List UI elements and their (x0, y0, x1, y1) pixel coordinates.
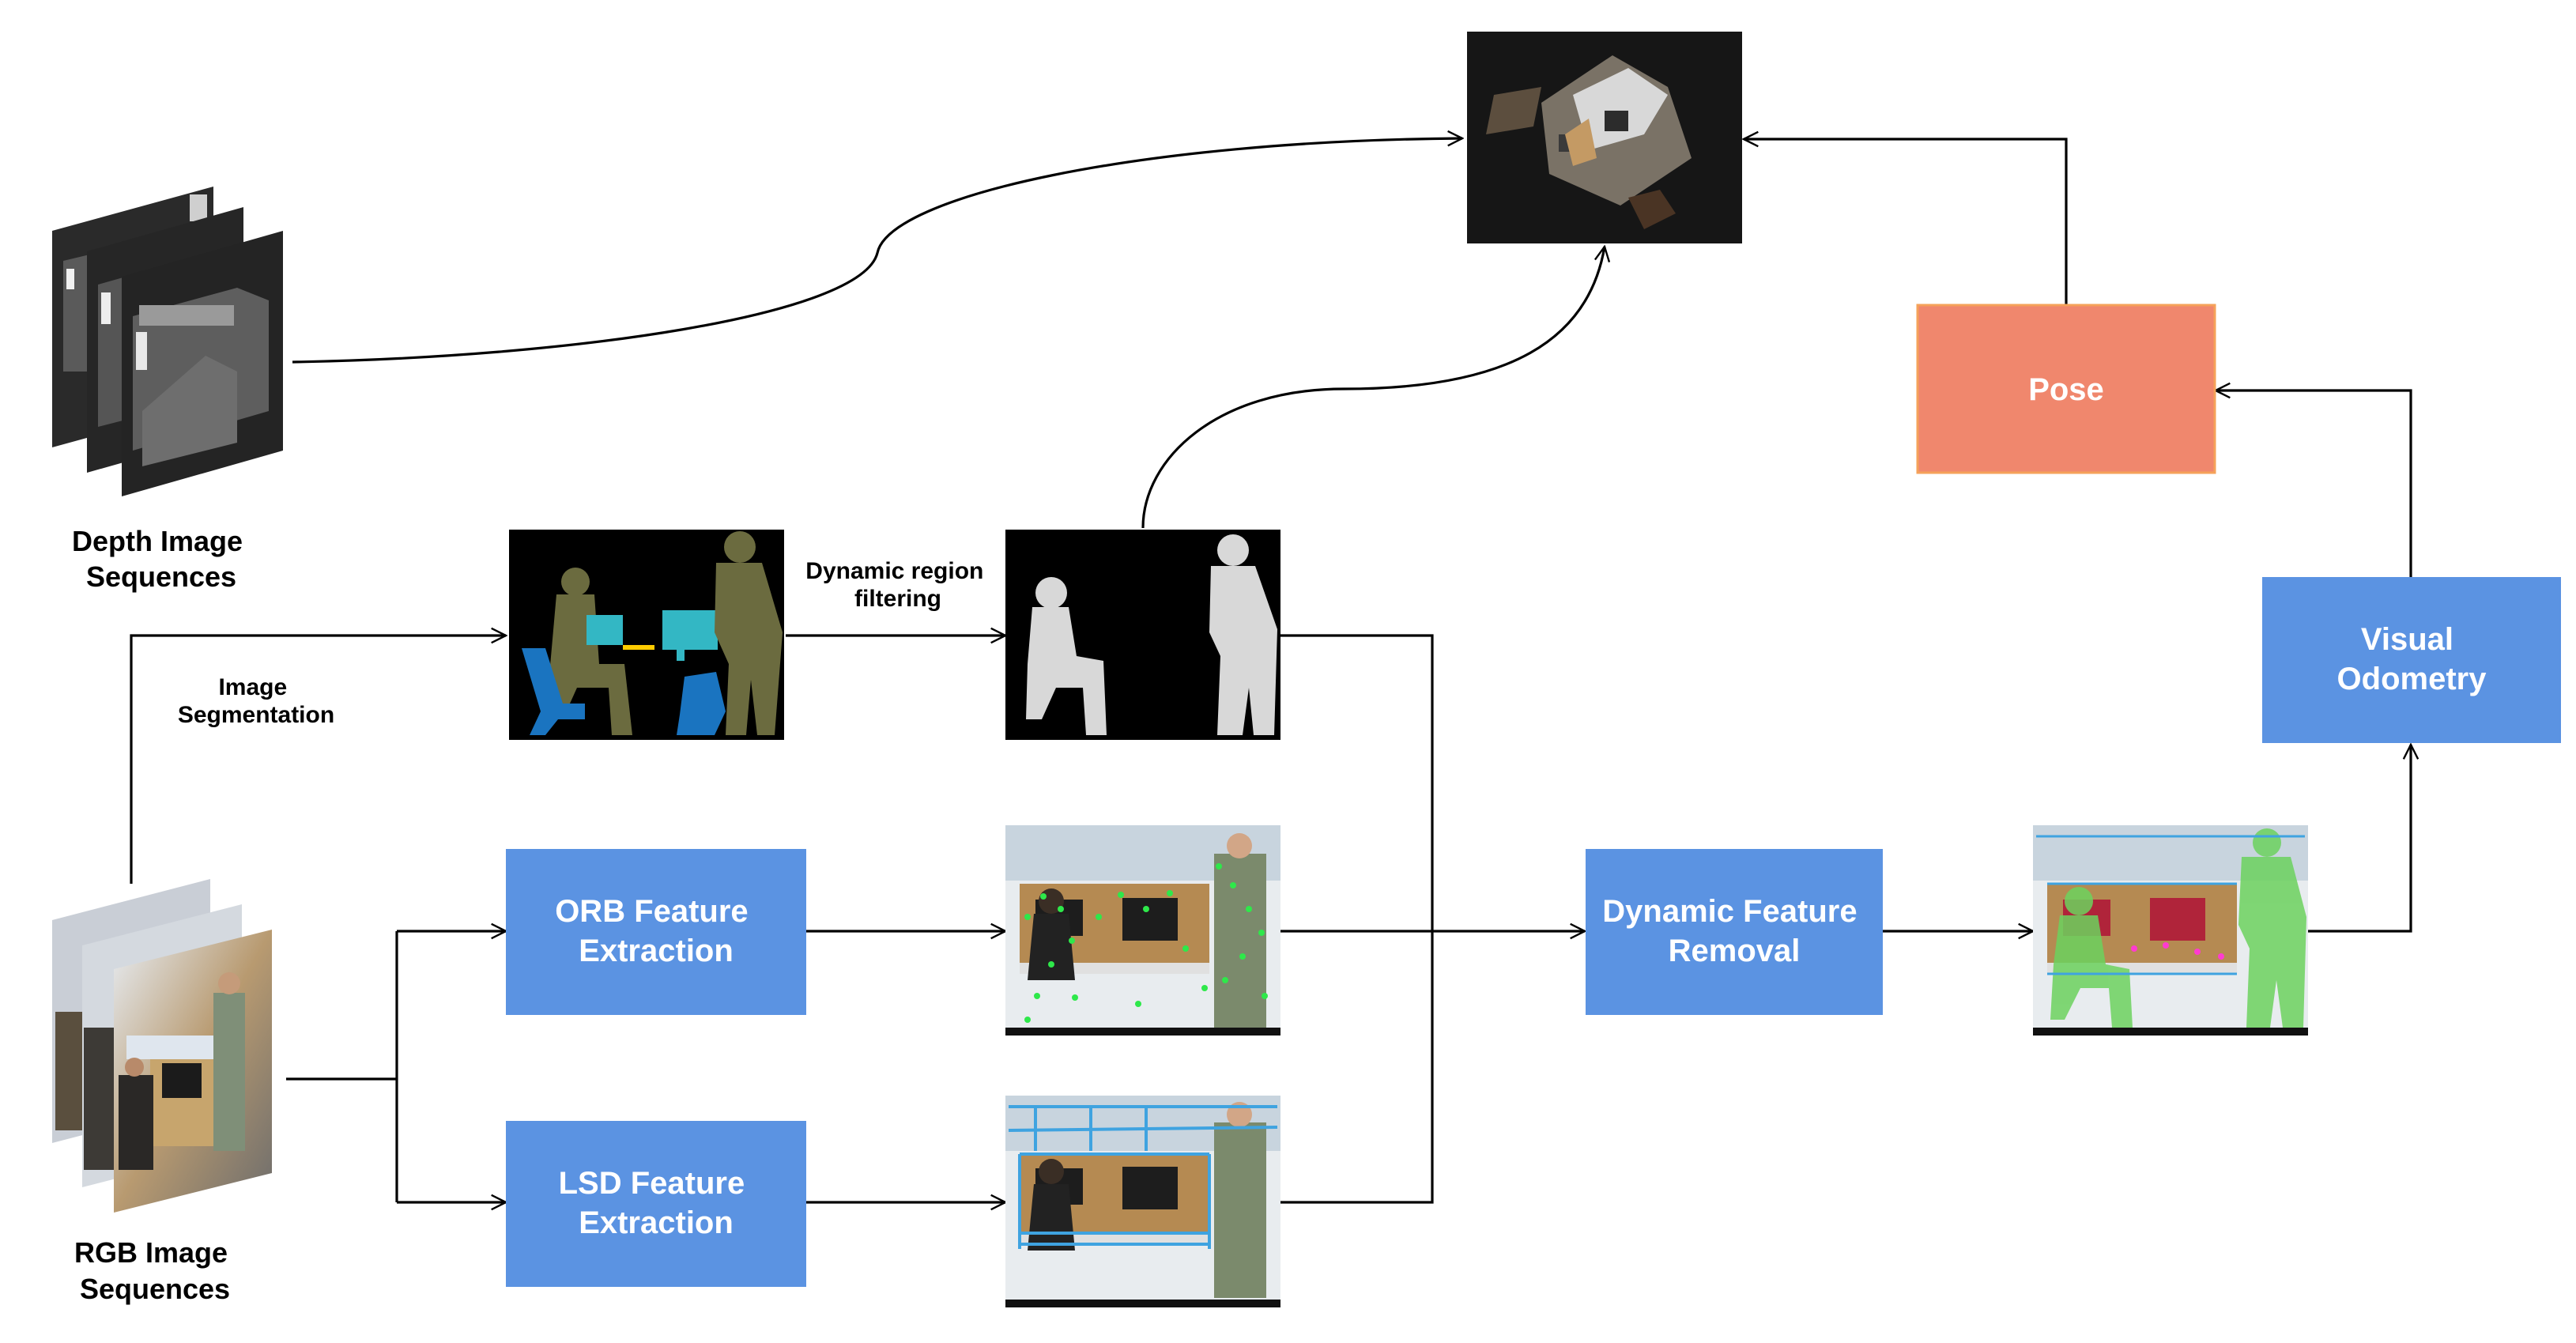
rgb-sequences-label: RGB Image Sequences (74, 1236, 236, 1305)
image-segmentation-label: Image Segmentation (178, 674, 334, 728)
orb-feature-extraction-box: ORB Feature Extraction (506, 849, 806, 1015)
edge-mask-to-map (1141, 247, 1605, 529)
segmentation-monitor-left (586, 615, 623, 645)
visual-odometry-box: Visual Odometry (2262, 577, 2561, 743)
mask-person-seated (1026, 577, 1107, 735)
edge-rgb-to-segmentation (130, 636, 506, 884)
edge-depth-to-map (292, 138, 1462, 364)
lsd-lines (1008, 1105, 1278, 1249)
orb-keypoints (1024, 863, 1268, 1023)
edge-mask-to-merge (1280, 634, 1434, 1204)
depth-frame-front (122, 231, 283, 496)
segmentation-person-standing (715, 531, 783, 735)
edge-result-to-vo (2308, 745, 2411, 933)
dynamic-mask-image (1005, 530, 1280, 740)
edges (130, 138, 2412, 1204)
segmentation-chair-right (677, 672, 726, 735)
svg-text:LSD Feature Extraction: LSD Feature Extraction (559, 1166, 754, 1240)
svg-text:ORB Feature Extraction: ORB Feature Extraction (555, 894, 757, 968)
pose-box: Pose (1916, 304, 2216, 474)
segmentation-person-seated (545, 568, 632, 735)
result-person-seated (2050, 887, 2133, 1028)
orb-feature-points-image (1005, 825, 1280, 1036)
dynamic-feature-removal-box: Dynamic Feature Removal (1586, 849, 1883, 1015)
rgb-image-stack (52, 879, 272, 1213)
depth-sequences-label: Depth Image Sequences (72, 525, 251, 593)
edge-pose-to-map (1744, 139, 2068, 305)
svg-text:Pose: Pose (2028, 372, 2104, 407)
segmentation-monitor-right (662, 610, 718, 650)
lsd-line-segments-image (1005, 1096, 1280, 1307)
dynamic-region-filtering-label: Dynamic region filtering (805, 558, 990, 612)
svg-text:Visual Odometry: Visual Odometry (2337, 622, 2487, 696)
edge-rgb-split (286, 931, 398, 1202)
mask-person-standing (1209, 534, 1277, 735)
segmentation-chair-left (522, 648, 585, 735)
result-lines (2036, 835, 2305, 975)
result-keypoints (2131, 942, 2224, 960)
depth-image-stack (52, 187, 283, 496)
rgb-frame-front (114, 930, 272, 1213)
svg-text:Dynamic Feature Removal: Dynamic Feature Removal (1602, 894, 1865, 968)
dense-map-image (1467, 32, 1742, 243)
segmentation-image (509, 530, 784, 740)
dynamic-removed-result-image (2033, 825, 2308, 1036)
lsd-feature-extraction-box: LSD Feature Extraction (506, 1121, 806, 1287)
edge-vo-to-pose (2216, 390, 2412, 577)
